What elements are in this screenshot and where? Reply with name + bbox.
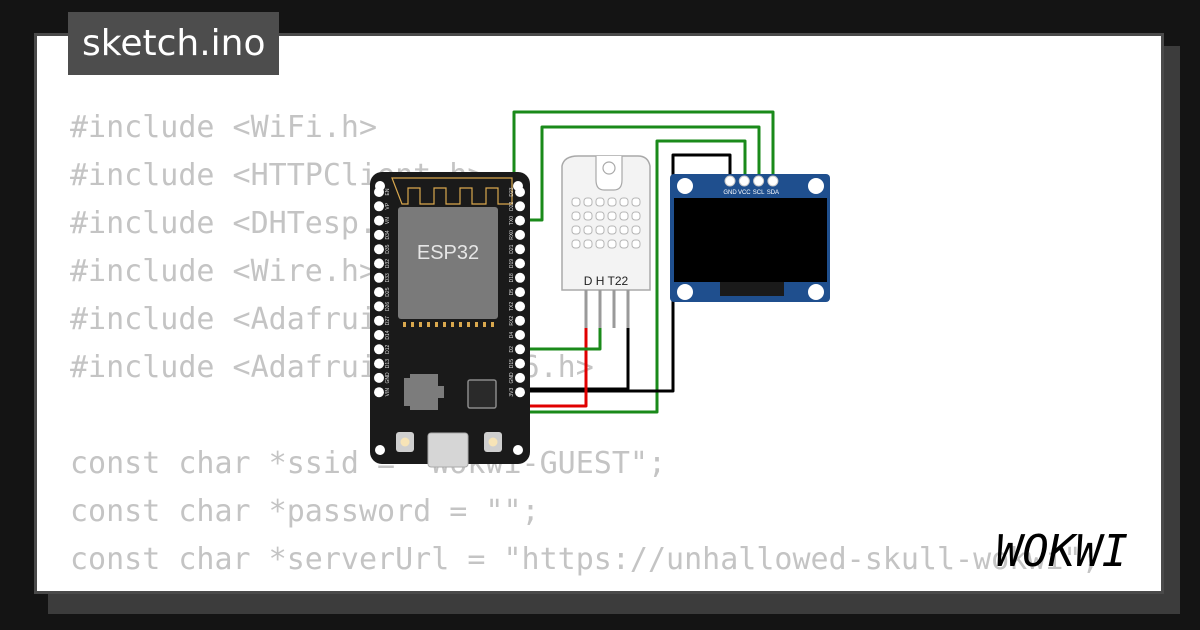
oled-pin-label: VCC <box>738 190 751 196</box>
code-preview: #include <WiFi.h>#include <HTTPClient.h>… <box>70 104 1100 584</box>
esp32-pin-label: D14 <box>385 330 391 339</box>
esp32-pin-left <box>374 258 384 269</box>
dht22-grille <box>571 197 641 249</box>
code-line: const char *ssid = "Wokwi-GUEST"; <box>70 446 667 481</box>
esp32-pin-label: RX2 <box>509 316 515 326</box>
esp32-pin-label: D27 <box>385 316 391 325</box>
code-line: #include <WiFi.h> <box>70 110 378 145</box>
esp32-pin-right <box>515 344 525 355</box>
oled-pin-label: SCL <box>753 190 765 196</box>
esp32-pin-left <box>374 272 384 283</box>
esp32-pin-left <box>374 315 384 326</box>
esp32-pin-label: GND <box>509 372 515 384</box>
wire-scl <box>520 125 761 222</box>
wire-dht-vcc <box>520 327 588 408</box>
dht22-sensor: D H T22 <box>561 155 651 328</box>
esp32-chip-label: ESP32 <box>417 242 479 264</box>
esp32-pin-label: D18 <box>509 273 515 282</box>
esp32-pin-right <box>515 301 525 312</box>
esp32-pin-right <box>515 287 525 298</box>
usb-uart-chip <box>467 379 497 409</box>
esp32-pin-left <box>374 287 384 298</box>
oled-screen <box>674 198 827 282</box>
esp32-pin-label: D15 <box>509 359 515 368</box>
esp32-pin-label: D19 <box>509 259 515 268</box>
file-title: sketch.ino <box>68 12 280 75</box>
esp32-pin-left <box>374 244 384 255</box>
esp32-pin-left <box>374 229 384 240</box>
esp32-pin-right <box>515 372 525 383</box>
esp32-pin-right <box>515 215 525 226</box>
wire-dht-gnd <box>520 327 630 391</box>
esp32-chip-pins <box>403 322 494 327</box>
esp32-pin-label: D26 <box>385 302 391 311</box>
oled-pin <box>767 175 779 187</box>
esp32-pin-left <box>374 372 384 383</box>
esp32-pin-label: VP <box>385 202 391 209</box>
esp32-pin-label: EN <box>385 188 391 195</box>
esp32-pin-label: VN <box>385 217 391 224</box>
wire-oled-gnd <box>520 153 732 393</box>
esp32-pin-label: D34 <box>385 230 391 239</box>
esp32-pin-label: TX2 <box>509 302 515 311</box>
code-line: const char *serverUrl = "https://unhallo… <box>70 542 1100 577</box>
esp32-pin-label: D12 <box>385 345 391 354</box>
usb-port <box>427 432 469 468</box>
esp32-pin-left <box>374 344 384 355</box>
esp32-pin-label: D25 <box>385 287 391 296</box>
esp32-pin-label: RX0 <box>509 230 515 240</box>
esp32-pin-right <box>515 229 525 240</box>
wokwi-logo-text: WOKWI <box>996 526 1128 577</box>
esp32-pin-left <box>374 215 384 226</box>
esp32-pin-right <box>515 358 525 369</box>
wire-oled-vcc <box>520 139 747 414</box>
oled-pin-label: SDA <box>767 190 779 196</box>
dht22-label: D H T22 <box>584 274 629 288</box>
esp32-pin-label: D5 <box>509 289 515 296</box>
wire-dht-data <box>520 327 602 351</box>
code-line: #include <Wire.h> <box>70 254 378 289</box>
esp32-pin-right <box>515 258 525 269</box>
esp32-pin-right <box>515 330 525 340</box>
esp32-pin-left <box>374 387 384 398</box>
esp32-pin-right <box>515 272 525 283</box>
oled-pin <box>738 175 750 187</box>
esp32-pin-label: D23 <box>509 187 515 196</box>
esp32-pin-label: 3V3 <box>509 388 515 397</box>
oled-pin <box>724 175 736 187</box>
esp32-board: ESP32 ENVPVND34D35D32D33D25D26D27D14D12D… <box>370 172 530 468</box>
esp32-pcb-outline-left <box>398 207 498 319</box>
oled-pin-label: GND <box>723 190 737 196</box>
esp32-pin-right <box>515 244 525 255</box>
esp32-pin-right <box>515 315 525 326</box>
esp32-pin-left <box>374 358 384 369</box>
code-line: const char *password = ""; <box>70 494 540 529</box>
esp32-pin-right <box>515 387 525 398</box>
esp32-pin-label: D21 <box>509 244 515 253</box>
esp32-pin-label: D13 <box>385 359 391 368</box>
esp32-pin-label: D4 <box>509 332 515 339</box>
esp32-pin-label: D35 <box>385 244 391 253</box>
esp32-pin-label: VIN <box>385 388 391 397</box>
esp32-pin-label: TX0 <box>509 216 515 225</box>
esp32-pin-label: GND <box>385 372 391 384</box>
esp32-pin-left <box>374 201 384 212</box>
esp32-pin-left <box>374 330 384 340</box>
esp32-pin-label: D2 <box>509 346 515 353</box>
esp32-pin-label: D32 <box>385 259 391 268</box>
voltage-regulator <box>410 374 438 410</box>
oled-pin <box>753 175 765 187</box>
wokwi-logo: WOKWI <box>996 526 1128 577</box>
esp32-pin-right <box>515 201 525 212</box>
esp32-pin-label: D22 <box>509 202 515 211</box>
esp32-pin-label: D33 <box>385 273 391 282</box>
esp32-pin-left <box>374 301 384 312</box>
